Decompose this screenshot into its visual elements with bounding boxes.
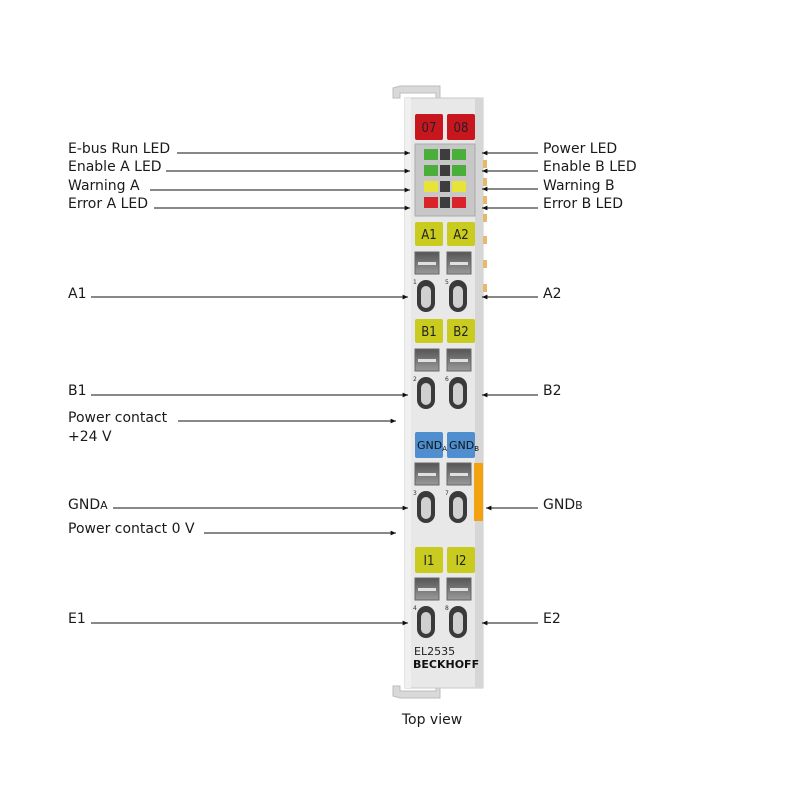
callout-a2: A2: [543, 286, 561, 302]
right-callouts: Power LED Enable B LED Warning B Error B…: [482, 141, 637, 627]
led-label-07-bg: [415, 114, 443, 140]
callout-enable-b-led: Enable B LED: [543, 159, 637, 175]
callout-error-a-led: Error A LED: [68, 196, 148, 212]
callout-b2: B2: [543, 383, 562, 399]
error-a-led: [424, 197, 438, 208]
label-i2: I2: [456, 554, 467, 569]
side-contact: [483, 284, 487, 292]
enable-a-led: [424, 165, 438, 176]
label-a2-bg: [447, 222, 475, 246]
svg-text:1: 1: [413, 279, 417, 286]
terminal-block-b: 2 6: [413, 348, 472, 409]
callout-warning-a: Warning A: [68, 178, 140, 194]
label-a1-bg: [415, 222, 443, 246]
label-gnd-b-bg: [447, 432, 475, 458]
callout-ebus-run-led: E-bus Run LED: [68, 141, 170, 157]
callout-power-led: Power LED: [543, 141, 617, 157]
side-contact: [483, 260, 487, 268]
callout-power-contact-0v: Power contact 0 V: [68, 521, 195, 537]
label-b2: B2: [453, 325, 468, 340]
warning-a-led: [424, 181, 438, 192]
callout-warning-b: Warning B: [543, 178, 615, 194]
ebus-run-led: [424, 149, 438, 160]
label-gnd-b: GNDB: [449, 439, 479, 453]
svg-text:3: 3: [413, 490, 417, 497]
side-contact: [483, 178, 487, 186]
power-contact-strip: [474, 463, 483, 521]
svg-text:2: 2: [413, 376, 417, 383]
side-contact: [483, 236, 487, 244]
svg-text:4: 4: [413, 605, 417, 612]
side-contact: [483, 214, 487, 222]
callout-enable-a-led: Enable A LED: [68, 159, 162, 175]
label-gnd-a-bg: [415, 432, 443, 458]
label-i2-bg: [447, 547, 475, 573]
callout-power-contact-24v-value: +24 V: [68, 429, 112, 445]
side-contact: [483, 196, 487, 204]
warning-b-led: [452, 181, 466, 192]
label-i1: I1: [424, 554, 435, 569]
error-b-led: [452, 197, 466, 208]
svg-text:7: 7: [445, 490, 449, 497]
label-a1: A1: [421, 228, 436, 243]
led-label-08: 08: [454, 121, 469, 136]
top-latch: [392, 85, 441, 99]
label-i1-bg: [415, 547, 443, 573]
svg-text:6: 6: [445, 376, 449, 383]
callout-a1: A1: [68, 286, 86, 302]
callout-power-contact-24v: Power contact: [68, 410, 168, 426]
brand-logo: BECKHOFF: [413, 658, 479, 671]
terminal-block-a: 1 5: [413, 251, 472, 312]
power-led: [452, 149, 466, 160]
callout-gnd-b: GNDB: [543, 497, 583, 513]
terminal-block-gnd: 3 7: [413, 462, 472, 523]
led-label-07: 07: [422, 121, 437, 136]
svg-text:5: 5: [445, 279, 449, 286]
terminal-block-i: 4 8: [413, 577, 472, 638]
terminal-module: 07 08 A1 A2 1 5: [392, 85, 487, 699]
callout-b1: B1: [68, 383, 87, 399]
label-b1-bg: [415, 319, 443, 343]
side-contact: [483, 160, 487, 168]
enable-b-led: [452, 165, 466, 176]
label-b2-bg: [447, 319, 475, 343]
caption-top-view: Top view: [401, 712, 462, 728]
callout-e1: E1: [68, 611, 86, 627]
led-label-08-bg: [447, 114, 475, 140]
callout-e2: E2: [543, 611, 561, 627]
svg-text:8: 8: [445, 605, 449, 612]
left-callouts: E-bus Run LED Enable A LED Warning A Err…: [68, 141, 410, 627]
label-gnd-a: GNDA: [417, 439, 447, 453]
callout-gnd-a: GNDA: [68, 497, 108, 513]
callout-error-b-led: Error B LED: [543, 196, 623, 212]
model-number: EL2535: [414, 645, 455, 658]
label-b1: B1: [421, 325, 436, 340]
label-a2: A2: [453, 228, 468, 243]
